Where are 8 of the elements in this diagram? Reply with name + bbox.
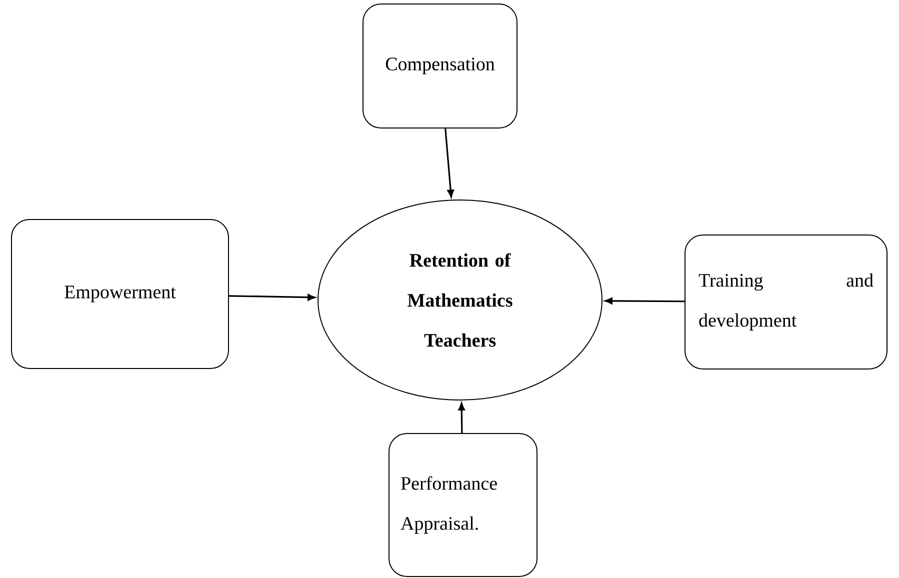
arrow — [458, 402, 465, 433]
arrow — [229, 294, 316, 301]
rounded-box: Performance Appraisal. — [388, 433, 538, 577]
rounded-box: Training and development — [684, 234, 888, 370]
arrow — [444, 128, 454, 198]
arrow — [604, 298, 685, 304]
rounded-box: Empowerment — [11, 219, 229, 369]
rounded-box: Compensation — [362, 4, 518, 128]
